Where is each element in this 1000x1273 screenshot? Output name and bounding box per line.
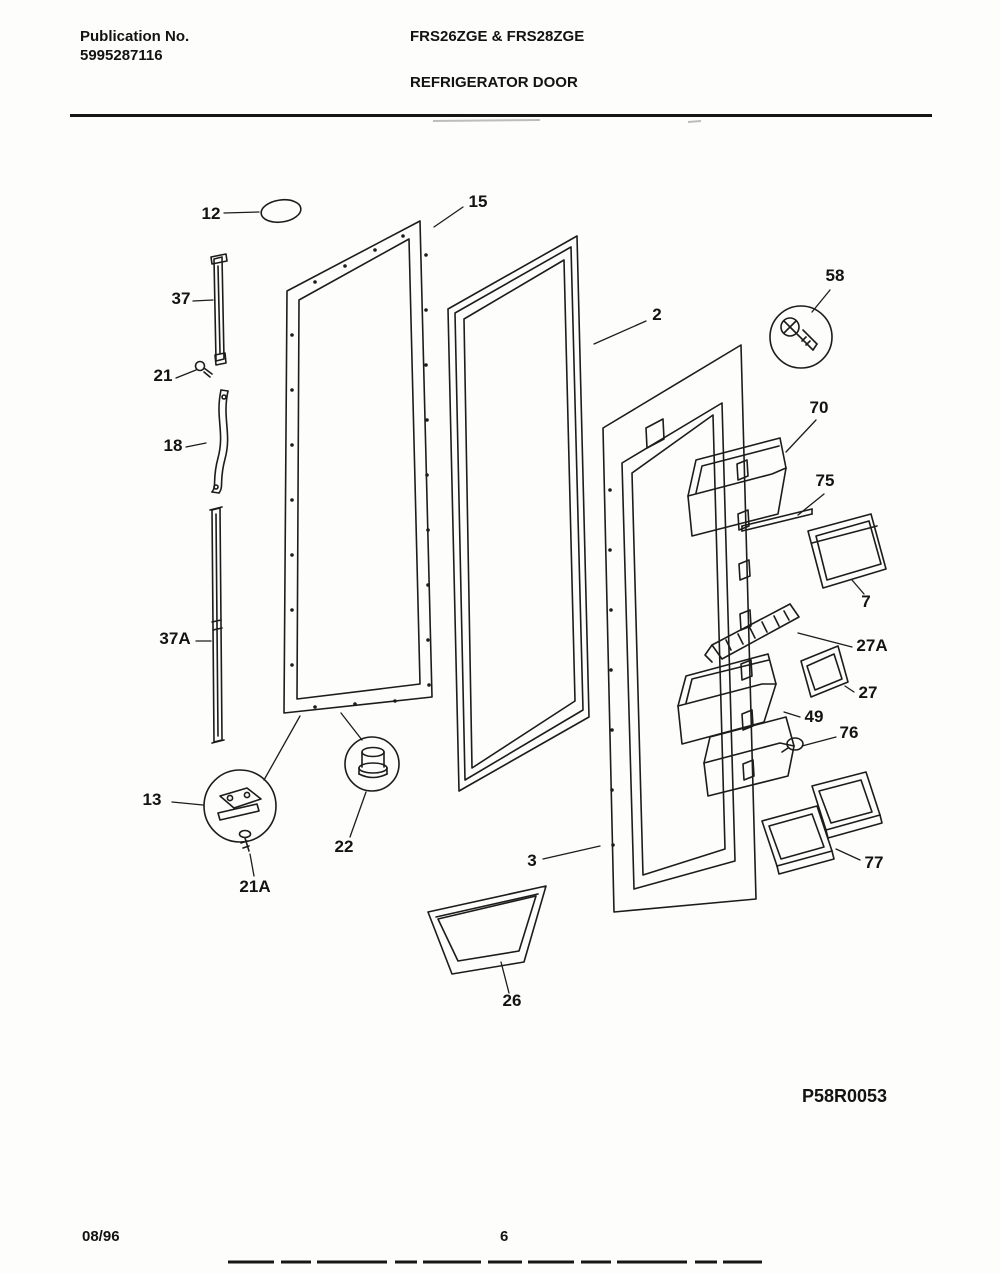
door-shelf-bin-drawing xyxy=(807,513,887,589)
part-label-27A: 27A xyxy=(856,636,888,655)
part-label-76: 76 xyxy=(839,723,859,742)
hinge-bracket-13-drawing xyxy=(203,769,277,843)
storage-bin-26-drawing xyxy=(427,885,547,975)
footer-page-number: 6 xyxy=(500,1228,509,1245)
part-label-27: 27 xyxy=(858,683,878,702)
retainer-rod-drawing xyxy=(741,508,813,532)
publication-label: Publication No. xyxy=(80,28,190,45)
door-gasket-drawing xyxy=(447,235,590,792)
part-label-77: 77 xyxy=(864,853,884,872)
page-title: REFRIGERATOR DOOR xyxy=(410,74,578,91)
part-label-58: 58 xyxy=(825,266,845,285)
butter-dishes-drawing xyxy=(761,771,883,875)
model-title: FRS26ZGE & FRS28ZGE xyxy=(410,28,585,45)
part-label-49: 49 xyxy=(804,707,824,726)
screw-58-drawing xyxy=(769,305,833,369)
trim-strip-drawing xyxy=(704,603,800,663)
screw-21-drawing xyxy=(194,360,213,378)
lower-door-bin-drawing xyxy=(703,716,795,797)
door-shell-drawing xyxy=(602,344,757,913)
publication-number: 5995287116 xyxy=(80,47,163,64)
middle-door-bin-drawing xyxy=(677,653,777,745)
part-label-18: 18 xyxy=(163,436,183,455)
part-label-37A: 37A xyxy=(159,629,191,648)
part-label-12: 12 xyxy=(201,204,221,223)
part-label-13: 13 xyxy=(142,790,162,809)
part-label-26: 26 xyxy=(502,991,522,1010)
part-label-22: 22 xyxy=(334,837,354,856)
part-label-21: 21 xyxy=(153,366,173,385)
leader-lines xyxy=(171,206,865,994)
upper-door-bin-drawing xyxy=(687,437,787,537)
part-label-2: 2 xyxy=(652,305,662,324)
header-rule xyxy=(70,114,932,117)
part-label-21A: 21A xyxy=(239,877,271,896)
figure-code: P58R0053 xyxy=(802,1086,888,1106)
retainer-frame-drawing xyxy=(800,645,849,698)
part-label-15: 15 xyxy=(468,192,488,211)
plug-grommet-22-drawing xyxy=(344,736,400,792)
handle-trim-37A-drawing xyxy=(209,506,225,744)
screw-21A-drawing xyxy=(238,829,252,852)
part-label-3: 3 xyxy=(527,851,537,870)
handle-trim-37-drawing xyxy=(210,253,228,366)
part-label-70: 70 xyxy=(809,398,829,417)
part-label-7: 7 xyxy=(861,592,871,611)
trim-strip-18-drawing xyxy=(211,389,229,494)
footer-date-code: 08/96 xyxy=(82,1228,120,1245)
hole-plug-oval-drawing xyxy=(260,198,302,224)
part-label-37: 37 xyxy=(171,289,191,308)
door-inner-panel-drawing xyxy=(283,220,433,714)
part-label-75: 75 xyxy=(815,471,835,490)
scan-marks xyxy=(432,119,702,123)
